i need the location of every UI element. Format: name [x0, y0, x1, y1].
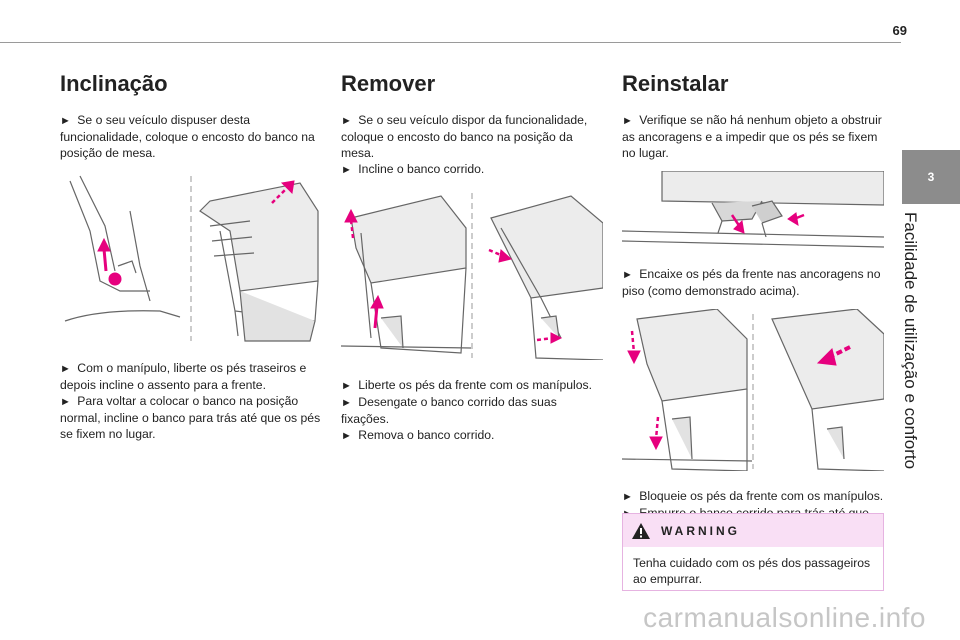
bullet-icon: ► — [60, 396, 71, 408]
section-title: Inclinação — [60, 71, 168, 96]
bullet-icon: ► — [60, 363, 71, 375]
illustration-remove-seat — [340, 188, 604, 365]
step-1: ► Bloqueie os pés da frente com os maníp… — [622, 489, 884, 503]
seat-tilt-drawing — [64, 175, 319, 342]
illustration-reinstall-seat — [621, 308, 885, 476]
intro-paragraph: ► Se o seu veículo dispuser desta funcio… — [60, 113, 315, 160]
section-title: Reinstalar — [622, 71, 729, 96]
warning-header: WARNING — [623, 514, 883, 547]
warning-box: WARNING Tenha cuidado com os pés dos pas… — [622, 513, 884, 591]
bullet-icon: ► — [341, 164, 352, 176]
step-2: ► Desengate o banco corrido das suas fix… — [341, 395, 557, 426]
middle-step: ► Encaixe os pés da frente nas ancoragen… — [622, 267, 881, 298]
warning-triangle-icon — [632, 522, 650, 539]
step-3: ► Remova o banco corrido. — [341, 428, 495, 442]
section-reinstalar: Reinstalar ► Verifique se não há nenhum … — [621, 70, 885, 538]
illustration-anchor-close-up — [621, 170, 885, 258]
page-number: 69 — [892, 23, 907, 38]
bullet-icon: ► — [341, 430, 352, 442]
seat-remove-drawing — [340, 193, 604, 361]
intro-step: ► Incline o banco corrido. — [341, 162, 485, 176]
warning-text: Tenha cuidado com os pés dos passageiros… — [633, 556, 871, 586]
section-remover: Remover ► Se o seu veículo dispor da fun… — [340, 70, 604, 444]
header-rule — [0, 42, 901, 43]
intro-paragraph: ► Se o seu veículo dispor da funcionalid… — [341, 113, 588, 160]
bullet-icon: ► — [341, 115, 352, 127]
bullet-icon: ► — [341, 397, 352, 409]
bullet-icon: ► — [60, 115, 71, 127]
anchor-drawing — [621, 170, 885, 248]
bullet-icon: ► — [622, 491, 633, 503]
bullet-icon: ► — [622, 115, 633, 127]
section-title: Remover — [341, 71, 436, 96]
step-1: ► Com o manípulo, liberte os pés traseir… — [60, 361, 307, 392]
chapter-title: Facilidade de utilização e conforto — [901, 212, 920, 470]
intro-paragraph: ► Verifique se não há nenhum objeto a ob… — [622, 113, 882, 160]
seat-reinstall-drawing — [621, 308, 885, 472]
step-1: ► Liberte os pés da frente com os manípu… — [341, 378, 593, 392]
illustration-tilt-seat — [60, 171, 322, 348]
section-inclinacao: Inclinação ► Se o seu veículo dispuser d… — [60, 70, 322, 442]
chapter-tab[interactable]: 3 — [902, 150, 960, 204]
bullet-icon: ► — [341, 380, 352, 392]
step-2: ► Para voltar a colocar o banco na posiç… — [60, 394, 321, 441]
watermark: carmanualsonline.info — [643, 602, 926, 633]
warning-label: WARNING — [661, 523, 740, 538]
bullet-icon: ► — [622, 269, 633, 281]
